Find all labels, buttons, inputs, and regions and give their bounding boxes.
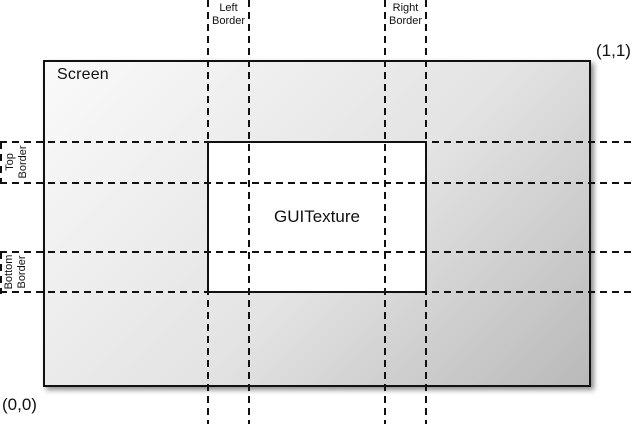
left-border-inner-line — [248, 0, 250, 424]
guitexture-label: GUITexture — [274, 207, 360, 226]
top-border-endcap-line — [0, 142, 2, 184]
top-border-outer-line — [0, 141, 631, 143]
right-border-outer-line — [425, 0, 427, 424]
coord-label-top-right: (1,1) — [596, 41, 631, 60]
bottom-border-inner-line — [0, 251, 631, 253]
coord-label-bottom-left: (0,0) — [2, 395, 37, 414]
top-border-label: Top Border — [4, 145, 29, 179]
right-border-inner-line — [384, 0, 386, 424]
bottom-border-label: Bottom Border — [3, 254, 28, 290]
right-border-label: Right Border — [388, 2, 423, 27]
guitexture-rect: GUITexture — [207, 141, 427, 293]
screen-label: Screen — [57, 66, 109, 83]
left-border-label: Left Border — [211, 2, 246, 27]
left-border-outer-line — [207, 0, 209, 424]
top-border-inner-line — [0, 182, 631, 184]
bottom-border-outer-line — [0, 291, 631, 293]
bottom-border-endcap-line — [0, 252, 2, 294]
